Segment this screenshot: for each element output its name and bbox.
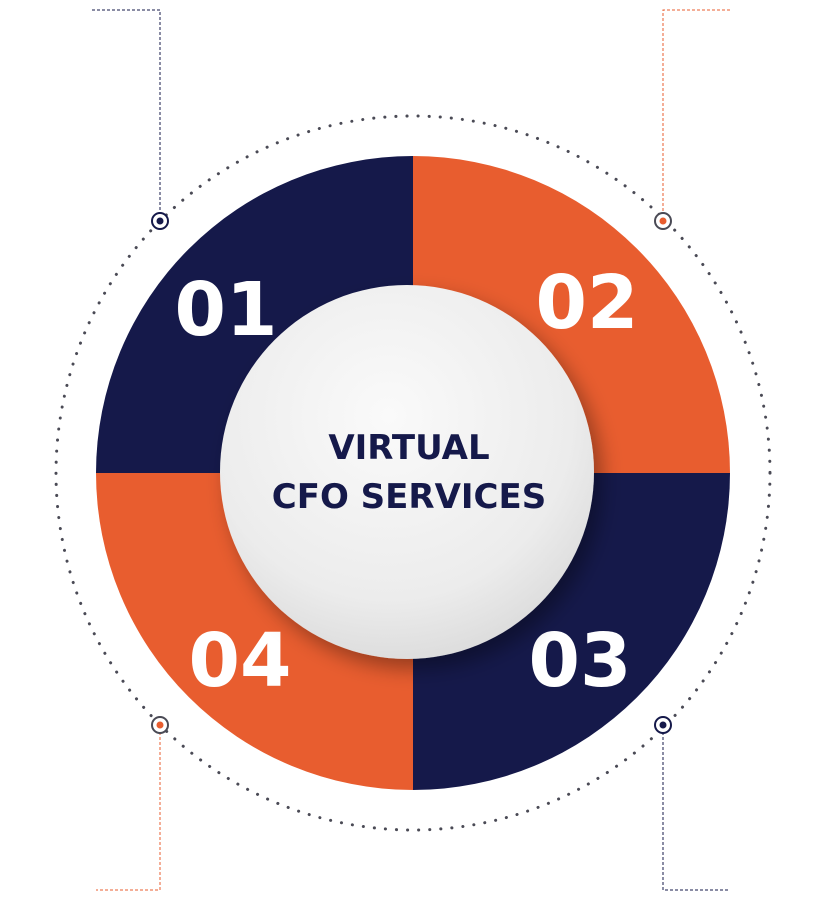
connector-02 xyxy=(662,9,730,214)
center-title-line1: VIRTUAL xyxy=(328,428,489,468)
node-marker-03 xyxy=(654,716,672,734)
connector-04 xyxy=(96,732,161,891)
center-disc xyxy=(220,285,594,659)
connector-01 xyxy=(92,9,161,214)
center-title-line2: CFO SERVICES xyxy=(272,477,546,517)
node-marker-02 xyxy=(654,212,672,230)
segment-number-04: 04 xyxy=(189,618,292,704)
node-marker-04 xyxy=(151,716,169,734)
node-marker-01 xyxy=(151,212,169,230)
segment-number-02: 02 xyxy=(536,260,639,346)
segment-number-01: 01 xyxy=(175,267,278,353)
connector-03 xyxy=(662,732,730,891)
segment-number-03: 03 xyxy=(529,618,632,704)
dotted-ring xyxy=(54,114,772,832)
